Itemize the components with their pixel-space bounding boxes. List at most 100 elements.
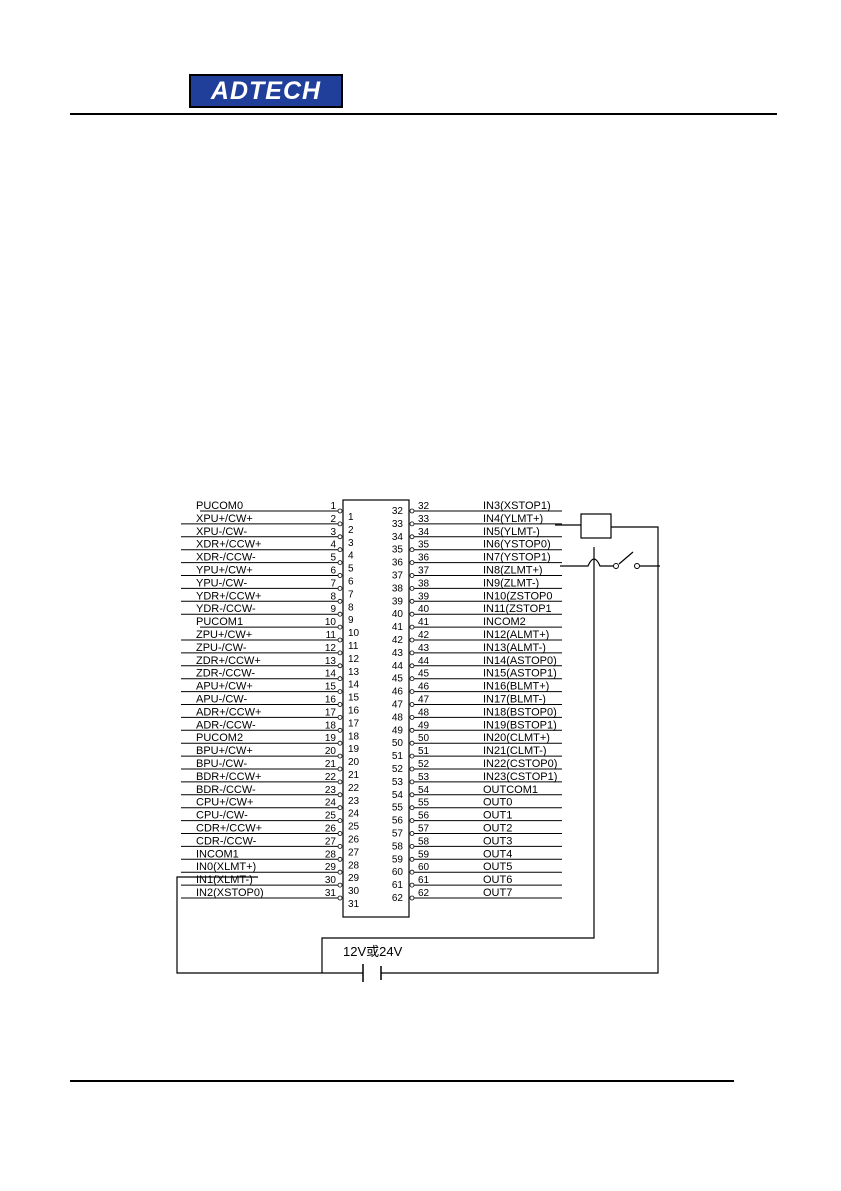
left-pin-terminal [337, 895, 343, 901]
right-pin-terminal [409, 508, 415, 514]
right-pin-terminal [409, 805, 415, 811]
right-pin-signal: IN10(ZSTOP0 [483, 590, 553, 602]
left-pin-signal: IN0(XLMT+) [196, 861, 256, 873]
connector-inner-right-number: 44 [392, 661, 404, 672]
left-pin-signal: XPU-/CW- [196, 526, 247, 538]
connector-inner-right-number: 56 [392, 816, 404, 827]
connector-inner-right-number: 50 [392, 738, 404, 749]
left-pin-terminal [337, 650, 343, 656]
connector-inner-right-number: 46 [392, 687, 404, 698]
connector-inner-left-number: 29 [348, 873, 360, 884]
left-pin-signal: INCOM1 [196, 848, 239, 860]
right-pin-signal: INCOM2 [483, 616, 526, 628]
left-pin-signal: ZDR-/CCW- [196, 668, 255, 680]
relay-coil [580, 513, 612, 539]
connector-inner-right-number: 62 [392, 893, 404, 904]
right-pin-number: 61 [418, 875, 430, 886]
left-pin-terminal [337, 663, 343, 669]
right-pin-signal: OUT6 [483, 874, 512, 886]
left-pin-terminal [337, 740, 343, 746]
right-pin-number: 49 [418, 720, 430, 731]
supply-bracket-wire [321, 547, 595, 973]
left-pin-number: 6 [330, 566, 336, 577]
left-pin-terminal [337, 844, 343, 849]
connector-inner-right-number: 59 [392, 854, 404, 865]
left-pin-number: 22 [325, 772, 337, 783]
left-pin-number: 23 [325, 785, 337, 796]
right-pin-terminal [409, 611, 415, 617]
connector-inner-left-number: 10 [348, 628, 360, 639]
left-pin-terminal [337, 715, 343, 720]
right-pin-terminal [409, 547, 415, 553]
right-pin-signal: OUT2 [483, 823, 512, 835]
connector-inner-left-number: 16 [348, 706, 360, 717]
left-pin-signal: BDR+/CCW+ [196, 771, 261, 783]
right-pin-number: 42 [418, 630, 430, 641]
right-pin-signal: IN6(YSTOP0) [483, 539, 551, 551]
left-pin-terminal [337, 611, 343, 617]
right-pin-signal: IN7(YSTOP1) [483, 552, 551, 564]
left-pin-number: 13 [325, 656, 337, 667]
right-pin-terminal [409, 779, 415, 785]
right-pin-signal: IN12(ALMT+) [483, 629, 549, 641]
connector-inner-left-number: 21 [348, 770, 360, 781]
left-pin-terminal [337, 676, 343, 682]
connector-inner-left-number: 9 [348, 615, 354, 626]
footer-rule [70, 1080, 734, 1082]
connector-inner-right-number: 32 [392, 506, 404, 517]
right-pin-signal: IN9(ZLMT-) [483, 577, 539, 589]
left-pin-number: 20 [325, 746, 337, 757]
left-pin-number: 3 [330, 527, 336, 538]
connector-inner-right-number: 60 [392, 867, 404, 878]
diagram-static-shapes [176, 499, 660, 982]
right-pin-terminal [409, 740, 415, 746]
left-pin-terminal [337, 727, 343, 733]
switch-blade [618, 551, 634, 565]
right-pin-terminal [409, 560, 415, 565]
right-pin-terminal [409, 753, 415, 759]
right-pin-terminal [409, 844, 415, 849]
connector-inner-left-number: 4 [348, 551, 354, 562]
connector-inner-right-number: 45 [392, 674, 404, 685]
right-pin-signal: IN22(CSTOP0) [483, 758, 557, 770]
left-pin-terminal [337, 779, 343, 785]
connector-inner-left-number: 14 [348, 680, 360, 691]
connector-inner-right-number: 33 [392, 519, 404, 530]
left-pin-terminal [337, 508, 343, 514]
right-pin-terminal [409, 869, 415, 875]
right-pin-signal: OUT0 [483, 797, 512, 809]
connector-inner-left-number: 26 [348, 835, 360, 846]
connector-inner-left-number: 15 [348, 693, 360, 704]
left-pin-number: 1 [330, 501, 336, 512]
right-pin-terminal [409, 856, 415, 862]
right-pin-signal: OUT3 [483, 835, 512, 847]
connector-inner-left-number: 17 [348, 718, 360, 729]
left-pin-number: 4 [330, 540, 336, 551]
right-pin-signal: IN21(CLMT-) [483, 745, 547, 757]
right-pin-terminal [409, 586, 415, 591]
supply-return-wire [381, 526, 659, 974]
right-pin-number: 35 [418, 540, 430, 551]
left-pin-terminal [337, 560, 343, 565]
left-pin-signal: CPU+/CW+ [196, 797, 253, 809]
right-pin-terminal [409, 637, 415, 643]
left-pin-number: 12 [325, 643, 337, 654]
connector-inner-left-number: 12 [348, 654, 360, 665]
right-pin-signal: IN13(ALMT-) [483, 642, 546, 654]
left-pin-signal: PUCOM2 [196, 732, 243, 744]
right-pin-number: 45 [418, 669, 430, 680]
connector-inner-right-number: 37 [392, 571, 404, 582]
connector-inner-right-number: 55 [392, 803, 404, 814]
connector-inner-right-number: 48 [392, 712, 404, 723]
right-pin-number: 56 [418, 811, 430, 822]
right-pin-signal: OUT4 [483, 848, 512, 860]
connector-inner-left-number: 31 [348, 899, 360, 910]
right-pin-signal: OUT1 [483, 810, 512, 822]
right-pin-terminal [409, 624, 415, 630]
left-pin-terminal [337, 869, 343, 875]
right-pin-number: 51 [418, 746, 430, 757]
switch-line-crossover [560, 558, 613, 567]
connector-inner-left-number: 20 [348, 757, 360, 768]
connector-inner-numbers: 1234567891011121314151617181920212223242… [348, 506, 403, 910]
